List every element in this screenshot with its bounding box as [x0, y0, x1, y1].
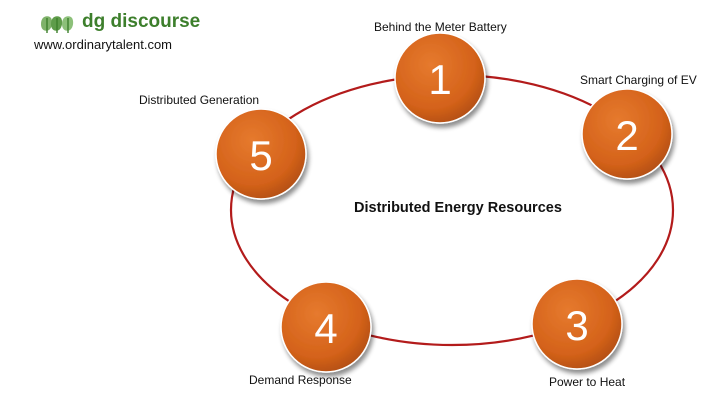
node-3-number: 3 — [565, 302, 588, 349]
node-4: 4 — [280, 281, 372, 373]
node-1: 1 — [394, 32, 486, 124]
node-2-label: Smart Charging of EV — [580, 73, 697, 87]
node-3: 3 — [531, 278, 623, 370]
node-1-number: 1 — [428, 56, 451, 103]
brand-name: dg discourse — [82, 11, 201, 32]
diagram-title: Distributed Energy Resources — [354, 200, 562, 216]
brand-url: www.ordinarytalent.com — [34, 37, 172, 52]
dg-leaf-logo-icon — [41, 16, 74, 33]
node-5-number: 5 — [249, 132, 272, 179]
node-5-label: Distributed Generation — [139, 93, 260, 107]
node-5: 5 — [215, 108, 307, 200]
node-4-label: Demand Response — [249, 373, 352, 387]
node-1-label: Behind the Meter Battery — [374, 20, 507, 34]
node-3-label: Power to Heat — [549, 375, 626, 389]
node-2-number: 2 — [615, 112, 638, 159]
node-4-number: 4 — [314, 305, 337, 352]
node-2: 2 — [581, 88, 673, 180]
